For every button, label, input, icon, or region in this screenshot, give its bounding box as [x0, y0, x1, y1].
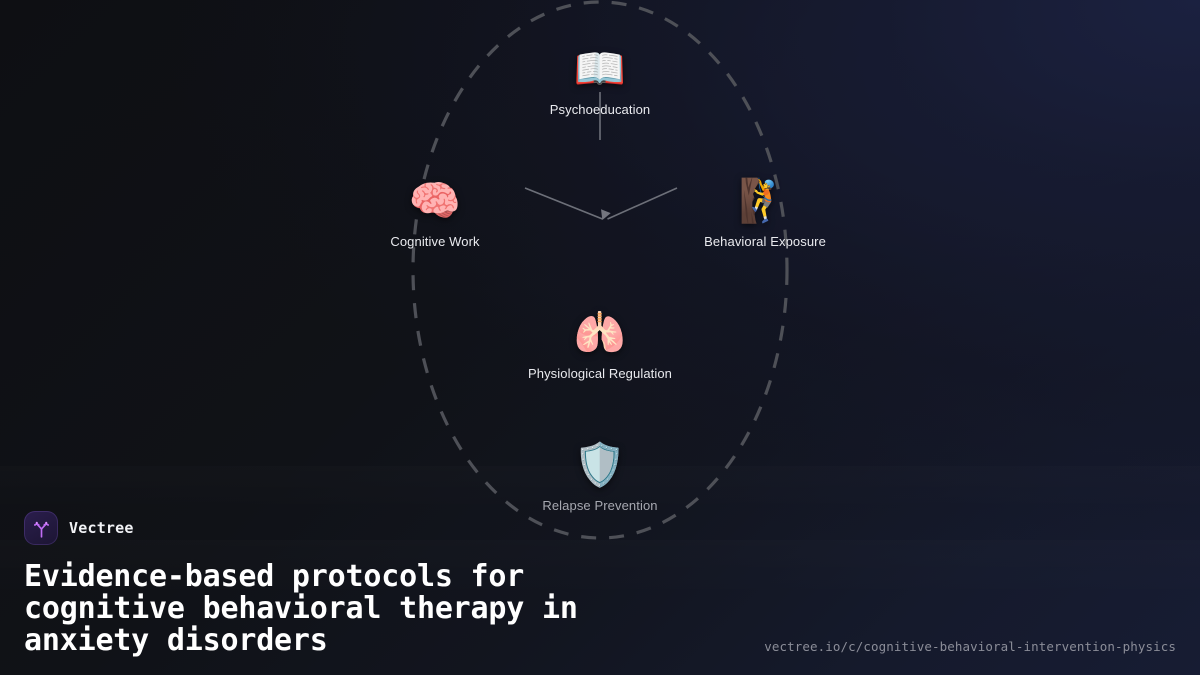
brand-row: Vectree [24, 511, 1176, 545]
graph-node-cognitive-work[interactable]: 🧠 Cognitive Work [350, 177, 520, 251]
headline: Evidence-based protocols for cognitive b… [24, 559, 578, 658]
graph-node-label: Relapse Prevention [542, 498, 658, 513]
graph-node-behavioral-exposure[interactable]: 🧗 Behavioral Exposure [680, 177, 850, 251]
graph-node-label: Behavioral Exposure [704, 234, 826, 249]
graph-node-physiological-regulation[interactable]: 🫁 Physiological Regulation [515, 309, 685, 383]
brand-name: Vectree [69, 519, 134, 537]
graph-node-psychoeducation[interactable]: 📖 Psychoeducation [515, 45, 685, 119]
brain-icon: 🧠 [408, 176, 462, 225]
graph-node-label: Physiological Regulation [527, 366, 673, 381]
edge-exposure-to-center [607, 187, 678, 220]
footer: Vectree Evidence-based protocols for cog… [0, 511, 1200, 675]
edge-cognitive-to-center [524, 187, 611, 221]
graph-node-label: Psychoeducation [549, 102, 651, 117]
vectree-tree-logo-icon [24, 511, 58, 545]
shield-icon: 🛡️ [573, 440, 627, 489]
site-url: vectree.io/c/cognitive-behavioral-interv… [764, 639, 1176, 654]
person-climbing-icon: 🧗 [738, 176, 792, 225]
lungs-icon: 🫁 [573, 308, 627, 357]
graph-node-relapse-prevention[interactable]: 🛡️ Relapse Prevention [515, 441, 685, 515]
graph-node-label: Cognitive Work [390, 234, 480, 249]
orbit-ellipse [411, 0, 789, 540]
open-book-icon: 📖 [573, 44, 627, 93]
